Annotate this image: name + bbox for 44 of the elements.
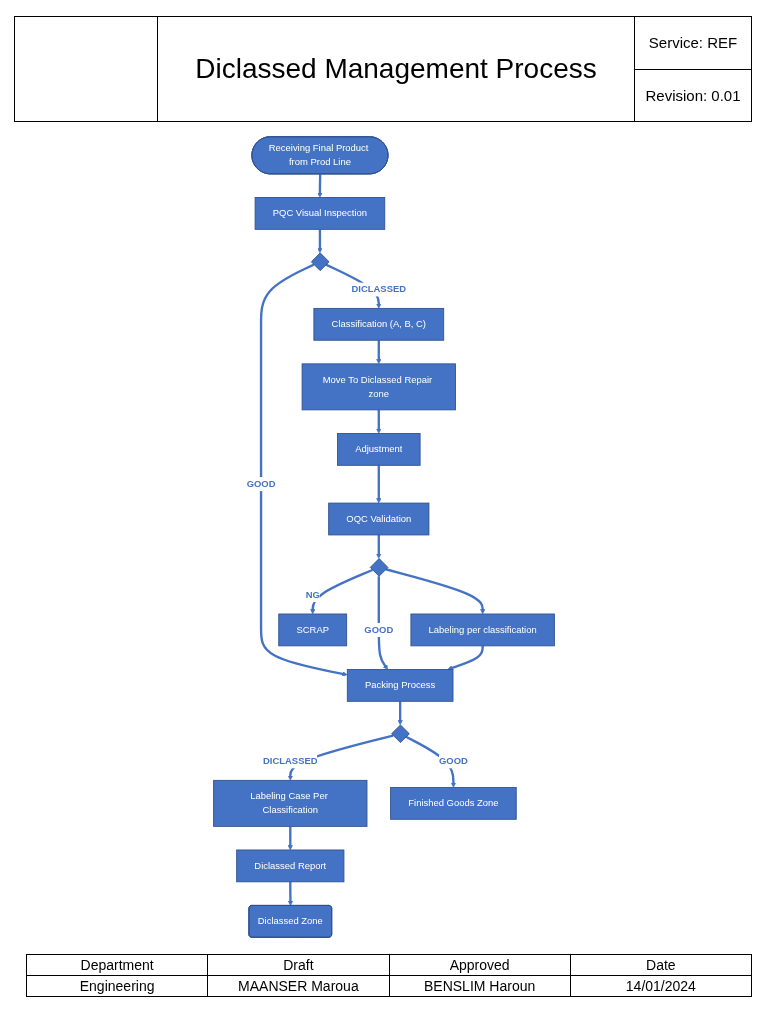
node-diamond bbox=[310, 252, 330, 272]
title: Diclassed Management Process bbox=[195, 53, 597, 85]
arrow bbox=[385, 568, 486, 615]
arrow bbox=[317, 174, 323, 198]
node-box: Labeling per classification bbox=[410, 613, 555, 647]
node-box: Finished Goods Zone bbox=[390, 787, 517, 820]
node-box: Diclassed Report bbox=[236, 849, 345, 883]
node-box: Packing Process bbox=[346, 669, 454, 702]
edge-label: DICLASSED bbox=[263, 756, 318, 767]
arrow bbox=[376, 465, 382, 504]
table-cell: BENSLIM Haroun bbox=[389, 975, 571, 997]
edge-label: DICLASSED bbox=[351, 284, 407, 295]
arrow bbox=[377, 576, 389, 670]
header-text: Service: REF bbox=[648, 34, 738, 52]
edge-label: NG bbox=[305, 589, 320, 600]
arrow bbox=[317, 229, 323, 254]
arrow bbox=[376, 534, 382, 559]
arrow bbox=[376, 340, 382, 365]
node-box: Move To Diclassed Repair zone bbox=[301, 363, 456, 411]
node-box: Classification (A, B, C) bbox=[313, 307, 445, 341]
table-cell: Engineering bbox=[26, 975, 208, 997]
arrow bbox=[397, 701, 403, 726]
edge-label: GOOD bbox=[364, 624, 394, 635]
table-cell: Department bbox=[26, 954, 208, 976]
node-box: PQC Visual Inspection bbox=[254, 197, 386, 230]
node-box: SCRAP bbox=[278, 613, 348, 647]
arrow bbox=[287, 881, 294, 906]
table-cell: Approved bbox=[389, 954, 571, 976]
arrow bbox=[287, 826, 293, 851]
node-diamond bbox=[391, 724, 410, 744]
node-box: Adjustment bbox=[337, 433, 421, 466]
table-cell: Draft bbox=[207, 954, 389, 976]
table-cell: 14/01/2024 bbox=[570, 975, 752, 997]
header-text: Revision: 0.01 bbox=[645, 86, 741, 104]
table-cell: MAANSER Maroua bbox=[207, 975, 389, 997]
arrow bbox=[376, 409, 382, 434]
edge-label: GOOD bbox=[438, 756, 468, 767]
arrow bbox=[310, 568, 373, 615]
node-box: Labeling Case Per Classification bbox=[213, 779, 368, 827]
arrow bbox=[259, 263, 348, 677]
table-cell: Date bbox=[570, 954, 752, 976]
node-diamond bbox=[369, 558, 389, 577]
edge-label: GOOD bbox=[246, 478, 276, 489]
node-box: OQC Validation bbox=[328, 502, 430, 536]
